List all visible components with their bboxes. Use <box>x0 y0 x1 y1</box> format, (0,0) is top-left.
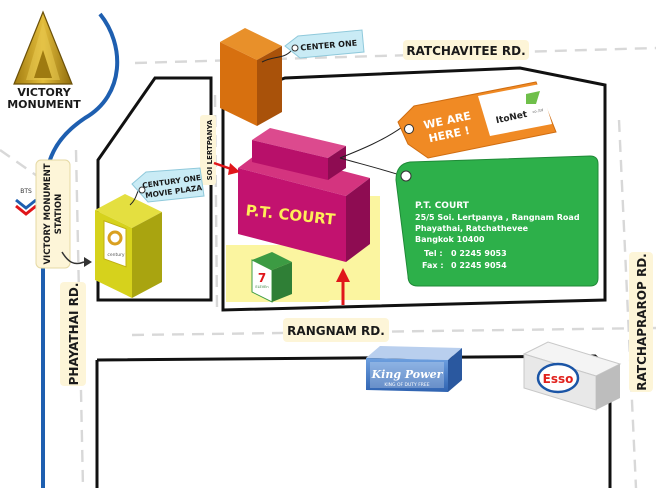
bts-station-label: VICTORY MONUMENT STATION <box>35 159 71 269</box>
itonet-logo-small: co.,ltd <box>532 108 543 114</box>
bts-station-line1: VICTORY MONUMENT <box>43 163 53 264</box>
we-are-here-tag: WE ARE HERE ! ItoNet co.,ltd <box>397 81 557 159</box>
entrance-arrow-rangnam-icon <box>336 268 350 305</box>
road-label-phayathai: PHAYATHAI RD. <box>60 282 86 386</box>
victory-monument: VICTORY MONUMENT <box>7 10 81 111</box>
address-tel-label: Tel : <box>424 249 443 258</box>
address-fax-label: Fax : <box>422 261 444 270</box>
bts-exit-arrowhead-icon <box>84 257 92 267</box>
bts-exit-arrow-icon <box>61 251 85 265</box>
address-tel: 0 2245 9053 <box>451 249 507 258</box>
pt-court-building: P.T. COURT <box>238 128 370 262</box>
seven-eleven-logo: 7 <box>258 271 266 285</box>
road-label-soi-lertpanya: SOI LERTPANYA <box>200 115 216 185</box>
svg-text:RATCHAPRAROP RD.: RATCHAPRAROP RD. <box>635 253 649 390</box>
seven-eleven-logo-small: ELEVEn <box>255 285 268 289</box>
road-label-ratchavitee: RATCHAVITEE RD. <box>403 40 529 60</box>
bts-station-line2: STATION <box>54 194 64 234</box>
century-tag: CENTURY ONE MOVIE PLAZA <box>131 167 205 203</box>
address-card: P.T. COURT 25/5 Soi. Lertpanya , Rangnam… <box>395 155 599 287</box>
esso-building: Esso <box>522 341 622 411</box>
svg-text:RATCHAVITEE RD.: RATCHAVITEE RD. <box>406 44 525 58</box>
road-label-rangnam: RANGNAM RD. <box>283 318 389 342</box>
center-one-building <box>220 28 282 126</box>
address-line3: Bangkok 10400 <box>415 235 485 244</box>
address-fax: 0 2245 9054 <box>451 261 507 270</box>
king-power-building: King Power KING OF DUTY FREE <box>366 346 462 392</box>
road-label-ratchaprarop: RATCHAPRAROP RD. <box>629 252 653 392</box>
century-logo-text: century <box>107 252 125 258</box>
itonet-logo-icon <box>526 91 540 104</box>
svg-text:RANGNAM RD.: RANGNAM RD. <box>287 324 385 338</box>
century-building: century <box>95 194 162 298</box>
king-power-tagline: KING OF DUTY FREE <box>384 382 429 388</box>
esso-logo: Esso <box>543 372 574 386</box>
block-pt-court <box>221 66 607 312</box>
address-line1: 25/5 Soi. Lertpanya , Rangnam Road <box>415 213 580 222</box>
bts-logo-text: BTS <box>20 188 32 195</box>
svg-text:PHAYATHAI RD.: PHAYATHAI RD. <box>67 283 81 386</box>
entrance-arrow-soi-icon <box>213 161 240 175</box>
bts-logo-icon: BTS <box>15 188 37 216</box>
center-one-tag: CENTER ONE <box>284 29 365 59</box>
svg-text:SOI LERTPANYA: SOI LERTPANYA <box>206 119 214 180</box>
address-name: P.T. COURT <box>415 201 470 211</box>
address-line2: Phayathai, Ratchathevee <box>415 224 529 233</box>
monument-label-line2: MONUMENT <box>7 98 81 111</box>
monument-label-line1: VICTORY <box>17 86 71 99</box>
seven-eleven-building: 7 ELEVEn <box>251 252 292 303</box>
king-power-logo: King Power <box>371 368 444 381</box>
